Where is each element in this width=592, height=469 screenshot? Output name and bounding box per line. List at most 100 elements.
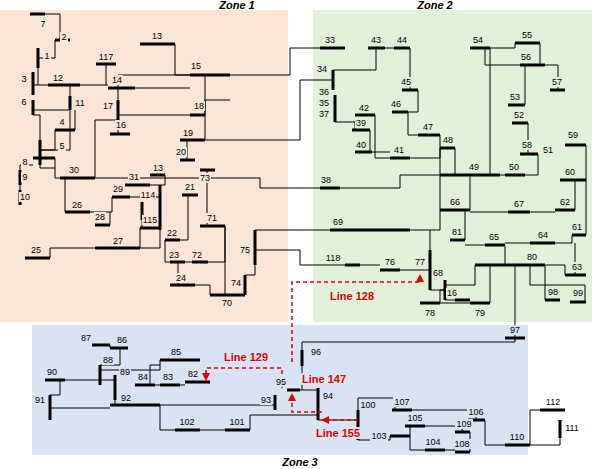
bus-number: 92 bbox=[120, 393, 132, 403]
bus-number: 63 bbox=[571, 262, 583, 272]
bus-number: 73 bbox=[199, 173, 211, 183]
bus-number: 6 bbox=[20, 97, 27, 107]
bus-number: 12 bbox=[52, 73, 64, 83]
bus-number: 74 bbox=[230, 278, 242, 288]
bus-number: 59 bbox=[567, 130, 579, 140]
bus-number: 96 bbox=[310, 347, 322, 357]
bus-number: 75 bbox=[239, 245, 251, 255]
bus-number: 90 bbox=[46, 367, 58, 377]
highlighted-line bbox=[323, 419, 358, 421]
bus-number: 66 bbox=[449, 197, 461, 207]
bus-number: 8 bbox=[21, 157, 28, 167]
bus-number: 65 bbox=[488, 232, 500, 242]
bus-number: 62 bbox=[559, 197, 571, 207]
bus-number: 14 bbox=[111, 75, 123, 85]
bus-number: 5 bbox=[58, 141, 65, 151]
bus-number: 31 bbox=[128, 172, 140, 182]
bus-number: 56 bbox=[520, 52, 532, 62]
bus-number: 109 bbox=[455, 419, 472, 429]
bus-number: 2 bbox=[60, 32, 67, 42]
bus-number: 42 bbox=[358, 103, 370, 113]
bus-number: 28 bbox=[94, 212, 106, 222]
bus-number: 97 bbox=[509, 325, 521, 335]
bus-number: 17 bbox=[102, 101, 114, 111]
bus-number: 47 bbox=[422, 122, 434, 132]
bus-number: 13 bbox=[151, 31, 163, 41]
bus-number: 7 bbox=[39, 19, 46, 29]
bus-number: 50 bbox=[508, 162, 520, 172]
bus-number: 115 bbox=[142, 215, 158, 225]
bus-number: 112 bbox=[545, 397, 561, 407]
bus-number: 86 bbox=[116, 335, 128, 345]
bus-number: 57 bbox=[551, 77, 563, 87]
bus-number: 29 bbox=[112, 184, 124, 194]
bus-number: 110 bbox=[509, 432, 525, 442]
bus-number: 35 bbox=[318, 98, 330, 108]
bus-number: 34 bbox=[316, 64, 328, 74]
bus-number: 46 bbox=[390, 99, 402, 109]
bus-number: 21 bbox=[184, 182, 196, 192]
bus-number: 79 bbox=[474, 308, 486, 318]
bus-number: 39 bbox=[355, 118, 367, 128]
bus-number: 43 bbox=[370, 35, 382, 45]
bus-number: 23 bbox=[168, 250, 180, 260]
bus-number: 13 bbox=[152, 163, 164, 173]
bus-number: 52 bbox=[513, 110, 525, 120]
bus-number: 87 bbox=[80, 333, 92, 343]
line-label: Line 147 bbox=[301, 373, 347, 385]
line-label: Line 155 bbox=[315, 427, 361, 439]
bus-number: 108 bbox=[453, 439, 470, 449]
bus-number: 94 bbox=[322, 391, 334, 401]
bus-number: 16 bbox=[115, 120, 127, 130]
bus-number: 114 bbox=[140, 190, 156, 200]
bus-number: 60 bbox=[564, 167, 576, 177]
bus-number: 106 bbox=[467, 407, 484, 417]
line-label: Line 129 bbox=[223, 351, 269, 363]
bus-number: 44 bbox=[396, 35, 408, 45]
bus-number: 78 bbox=[424, 308, 436, 318]
bus-number: 45 bbox=[400, 77, 412, 87]
bus-number: 49 bbox=[468, 162, 480, 172]
bus-number: 89 bbox=[119, 367, 131, 377]
bus-number: 101 bbox=[228, 417, 245, 427]
bus-number: 4 bbox=[58, 117, 65, 127]
bus-number: 70 bbox=[221, 298, 233, 308]
zone-title: Zone 3 bbox=[282, 456, 317, 468]
bus-number: 41 bbox=[393, 145, 405, 155]
bus-number: 11 bbox=[74, 98, 85, 108]
bus-number: 105 bbox=[406, 413, 423, 423]
bus-number: 67 bbox=[513, 199, 525, 209]
bus-number: 98 bbox=[547, 287, 559, 297]
bus-number: 88 bbox=[102, 355, 114, 365]
bus-number: 84 bbox=[137, 372, 149, 382]
branch-lines bbox=[20, 14, 586, 452]
bus-number: 118 bbox=[325, 253, 341, 263]
zone-title: Zone 1 bbox=[219, 0, 254, 11]
bus-number: 51 bbox=[542, 145, 554, 155]
bus-number: 100 bbox=[359, 400, 376, 410]
bus-number: 15 bbox=[190, 61, 202, 71]
bus-number: 36 bbox=[318, 87, 330, 97]
bus-number: 95 bbox=[275, 377, 287, 387]
bus-number: 19 bbox=[182, 128, 194, 138]
zone-region: Zone 2 bbox=[313, 10, 592, 322]
bus-number: 99 bbox=[572, 288, 584, 298]
bus-number: 40 bbox=[355, 140, 367, 150]
highlighted-line bbox=[292, 276, 420, 362]
highlighted-line bbox=[292, 395, 322, 412]
bus-number: 3 bbox=[20, 74, 27, 84]
bus-number: 93 bbox=[260, 395, 272, 405]
bus-number: 64 bbox=[537, 230, 549, 240]
bus-number: 91 bbox=[34, 395, 46, 405]
bus-number: 102 bbox=[178, 417, 195, 427]
bus-number: 38 bbox=[320, 175, 332, 185]
zone-title: Zone 2 bbox=[417, 0, 452, 11]
bus-number: 48 bbox=[442, 135, 454, 145]
bus-number: 80 bbox=[526, 252, 538, 262]
bus-number: 37 bbox=[318, 109, 330, 119]
highlighted-line bbox=[206, 368, 282, 388]
bus-number: 18 bbox=[193, 101, 205, 111]
bus-number: 81 bbox=[451, 227, 463, 237]
